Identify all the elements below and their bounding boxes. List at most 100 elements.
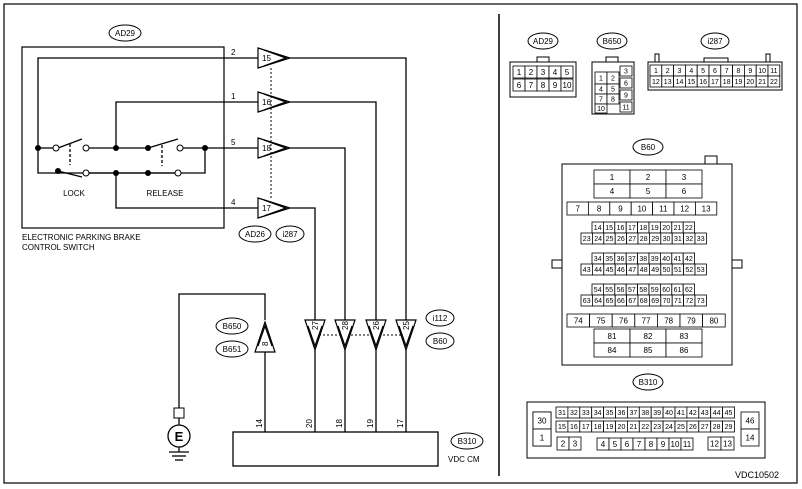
b310-pin-29-cell (722, 420, 735, 433)
vdc-cm-box (232, 431, 439, 467)
b310-pin-45: 45 (725, 410, 733, 417)
i287-pin-1: 1 (654, 68, 658, 75)
frame (3, 3, 798, 484)
b60-pin-7: 7 (575, 204, 580, 213)
i287-tag-label: i287 (707, 37, 723, 46)
b310-pin-14-cell (740, 428, 760, 447)
b60-pin-59: 59 (651, 287, 659, 294)
b310-pin-32: 32 (570, 410, 578, 417)
b60-pin-42: 42 (685, 256, 693, 263)
b650-pin-6: 6 (624, 81, 628, 88)
b310-pin-33: 33 (582, 410, 590, 417)
i287-pin-3: 3 (678, 68, 682, 75)
b60-pin-30: 30 (663, 236, 671, 243)
b60-pin-16: 16 (617, 225, 625, 232)
i287-pin-8: 8 (737, 68, 741, 75)
b60-pin-57: 57 (628, 287, 636, 294)
b650-pin-2: 2 (611, 76, 615, 83)
b60-pin-45: 45 (606, 267, 614, 274)
cm-tag-b310 (450, 432, 484, 450)
b60-pin-67: 67 (628, 298, 636, 305)
b650-pin-4: 4 (599, 87, 603, 94)
b60-pin-21: 21 (674, 225, 682, 232)
b60-pin-28: 28 (640, 236, 648, 243)
b60-pin-56: 56 (617, 287, 625, 294)
b310-pin-15: 15 (558, 424, 566, 431)
b60-pin-10: 10 (637, 204, 646, 213)
b310-pin-29: 29 (725, 424, 733, 431)
b310-pin-7: 7 (637, 440, 642, 449)
b310-pin-8: 8 (649, 440, 654, 449)
i287-pin-21: 21 (758, 79, 766, 86)
b310-pin-23: 23 (653, 424, 661, 431)
b60-pin-71: 71 (674, 298, 682, 305)
b310-tag-label: B310 (639, 378, 658, 387)
ad29-pin-8: 8 (541, 81, 546, 90)
cm-pin-18: 18 (335, 419, 344, 428)
ground-pin-8: 8 (261, 341, 270, 346)
b60-pin-81: 81 (608, 332, 617, 341)
b60-pin-13-cell (695, 201, 718, 216)
i287-tag (700, 32, 730, 50)
b650-pin-11: 11 (622, 105, 629, 112)
b60-pin-54: 54 (594, 287, 602, 294)
switch-pin-1: 1 (231, 92, 236, 101)
vdc-tag-i112 (425, 309, 455, 327)
b60-pin-85: 85 (644, 346, 653, 355)
b650-pin-8-cell (606, 93, 620, 105)
cm-pin-17: 17 (396, 419, 405, 428)
i287-pin-16: 16 (699, 79, 707, 86)
ground-tag-b650-label: B650 (223, 322, 242, 331)
b60-pin-51: 51 (674, 267, 682, 274)
vdc-pin-25: 25 (402, 321, 411, 330)
i287-pin-4: 4 (689, 68, 693, 75)
ad29-pin-7: 7 (529, 81, 534, 90)
mid-pin-17: 17 (262, 204, 271, 213)
b310-pin-17: 17 (582, 424, 590, 431)
b310-pin-27: 27 (701, 424, 709, 431)
b60-pin-29: 29 (651, 236, 659, 243)
b310-pin-1-cell (532, 428, 552, 447)
b310-pin-16: 16 (570, 424, 578, 431)
b60-pin-63: 63 (583, 298, 591, 305)
switch-junctions (35, 145, 208, 176)
b310-pin-13: 13 (723, 439, 732, 448)
b310-pin-43: 43 (701, 410, 709, 417)
b310-pin-14: 14 (746, 433, 755, 442)
b310-tag (632, 373, 664, 391)
b60-pin-4: 4 (610, 187, 615, 196)
b310-pin-3-cell (568, 436, 582, 451)
switch-label-line2: CONTROL SWITCH (22, 243, 95, 252)
b310-pin-39: 39 (653, 410, 661, 417)
i287-pin-11: 11 (770, 68, 777, 75)
vdc-tag-b60-label: B60 (433, 337, 448, 346)
ground-tag-b651-label: B651 (223, 345, 242, 354)
b60-pin-1: 1 (610, 173, 615, 182)
switch-pin-5: 5 (231, 138, 236, 147)
i287-pin-22: 22 (770, 79, 778, 86)
b60-pin-61: 61 (674, 287, 682, 294)
i287-pin-19: 19 (735, 79, 743, 86)
ground-terminal (173, 407, 185, 419)
b650-pin-10-cell (594, 103, 608, 114)
b60-pin-86-cell (665, 342, 703, 358)
i287-pin-17: 17 (711, 79, 719, 86)
b310-pin-19: 19 (606, 424, 614, 431)
vdc-tag-i112-label: i112 (433, 314, 448, 323)
switch-connector-tag (108, 24, 142, 42)
b650-pin-7: 7 (599, 97, 603, 104)
switch-wiring (37, 57, 258, 209)
b310-pin-2: 2 (561, 439, 566, 448)
ad29-pin-10: 10 (563, 81, 572, 90)
mid-pin-15: 15 (262, 54, 271, 63)
mid-pin-18: 18 (262, 144, 271, 153)
b60-pin-73: 73 (697, 298, 705, 305)
b60-tag (632, 138, 664, 156)
b310-pin-30: 30 (538, 416, 547, 425)
ad29-pin-2: 2 (529, 68, 534, 77)
earth-lines (169, 447, 189, 461)
b650-tag-label: B650 (603, 37, 622, 46)
b60-pin-5: 5 (646, 187, 651, 196)
vdc-pin-28: 28 (341, 321, 350, 330)
